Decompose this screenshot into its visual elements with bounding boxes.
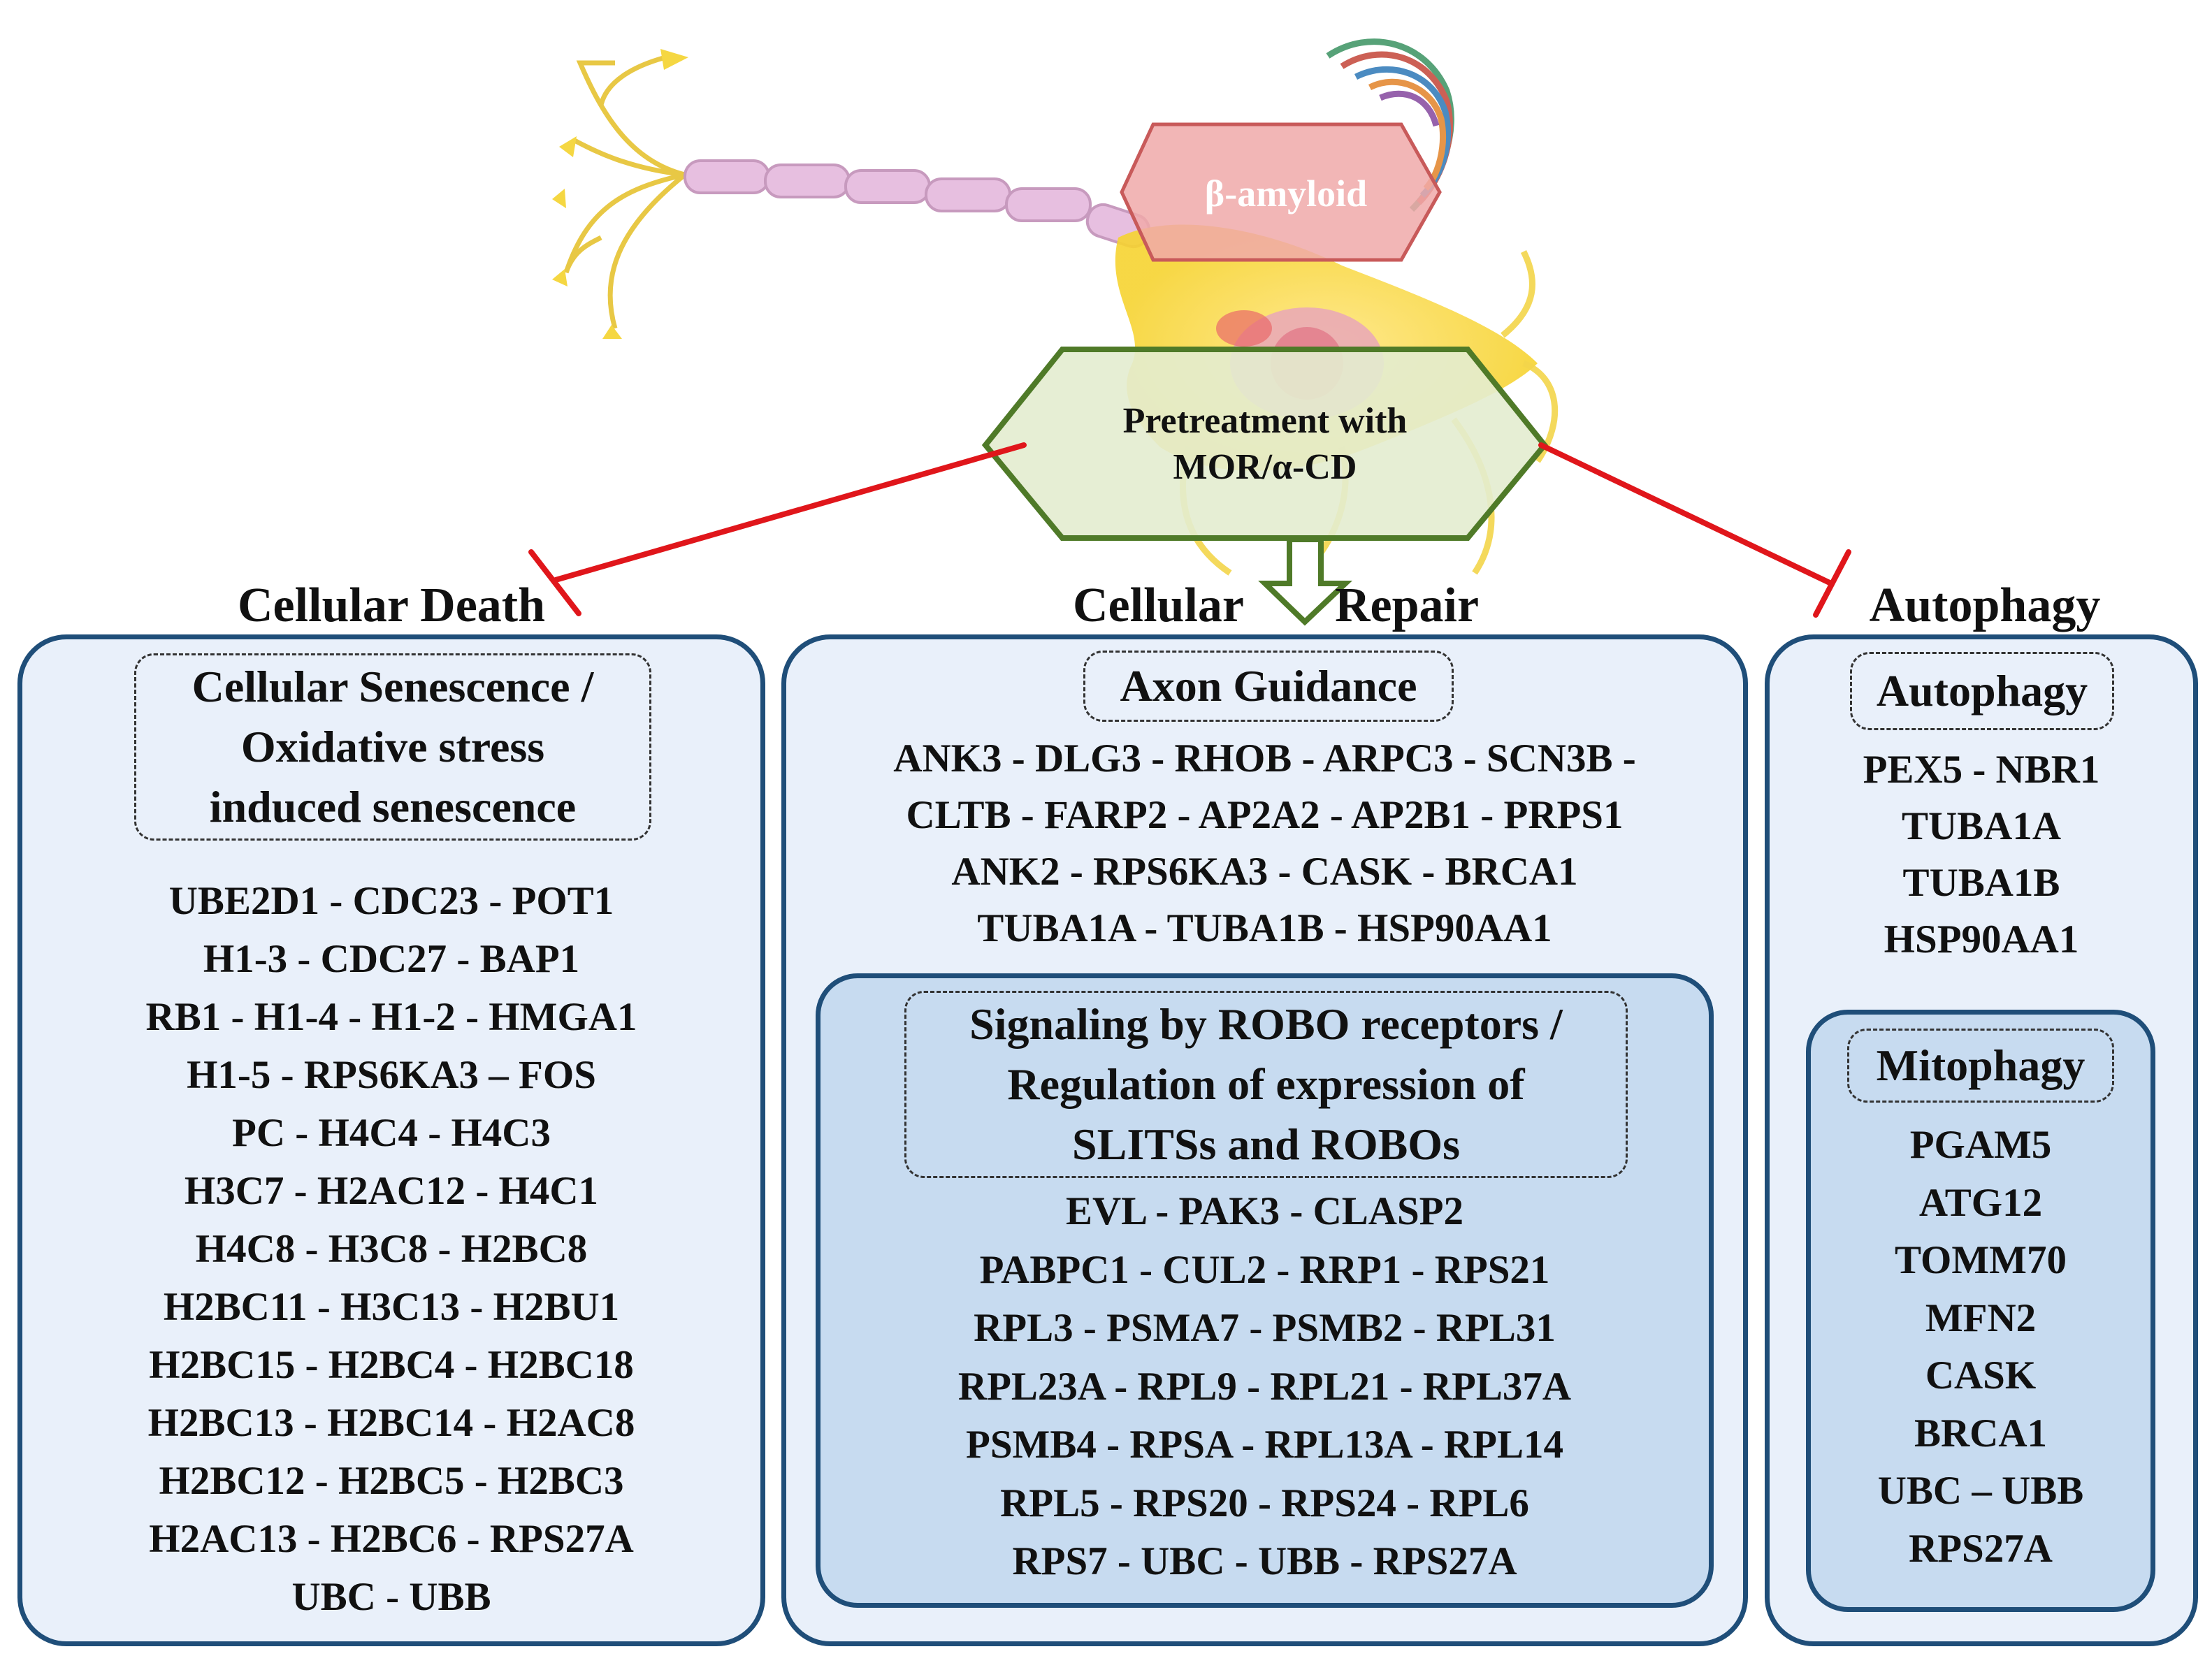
gene-row: RB1 - H1-4 - H1-2 - HMGA1 bbox=[145, 995, 637, 1039]
gene-row: H1-5 - RPS6KA3 – FOS bbox=[187, 1053, 596, 1097]
autophagy-category-box: Autophagy bbox=[1850, 652, 2114, 730]
gene-row: PC - H4C4 - H4C3 bbox=[232, 1111, 551, 1155]
inhibit-cell-death-icon bbox=[528, 442, 1027, 616]
inhibit-autophagy-icon bbox=[1538, 442, 1851, 618]
gene-row: H2BC13 - H2BC14 - H2AC8 bbox=[147, 1401, 635, 1445]
gene-row: RPL3 - PSMA7 - PSMB2 - RPL31 bbox=[974, 1306, 1556, 1350]
robo-gene-list: EVL - PAK3 - CLASP2 PABPC1 - CUL2 - RRP1… bbox=[821, 1182, 1709, 1591]
dendrite-tip-icon bbox=[552, 49, 688, 339]
mitophagy-gene-list: PGAM5 ATG12 TOMM70 MFN2 CASK BRCA1 UBC –… bbox=[1811, 1117, 2150, 1578]
gene-row: ANK2 - RPS6KA3 - CASK - BRCA1 bbox=[951, 850, 1578, 894]
gene-row: H4C8 - H3C8 - H2BC8 bbox=[195, 1227, 588, 1271]
gene-row: RPS7 - UBC - UBB - RPS27A bbox=[1012, 1539, 1517, 1583]
header-autophagy: Autophagy bbox=[1869, 579, 2101, 632]
axon-guidance-title: Axon Guidance bbox=[1120, 661, 1417, 711]
arrow-down-icon bbox=[1258, 537, 1353, 626]
gene-row: PSMB4 - RPSA - RPL13A - RPL14 bbox=[966, 1423, 1563, 1467]
header-repair: Repair bbox=[1335, 579, 1480, 632]
gene-row: CLTB - FARP2 - AP2A2 - AP2B1 - PRPS1 bbox=[906, 793, 1624, 837]
mitophagy-category-box: Mitophagy bbox=[1847, 1029, 2114, 1103]
gene-row: EVL - PAK3 - CLASP2 bbox=[1066, 1189, 1463, 1233]
amyloid-badge bbox=[1120, 122, 1442, 262]
header-cellular: Cellular bbox=[1073, 579, 1244, 632]
treatment-line-2: MOR/α-CD bbox=[1173, 447, 1357, 487]
gene-row: H3C7 - H2AC12 - H4C1 bbox=[184, 1169, 599, 1213]
robo-line-3: SLITSs and ROBOs bbox=[1072, 1119, 1460, 1169]
amyloid-fibril-icon bbox=[1326, 38, 1454, 212]
cellular-death-panel: Cellular Senescence / Oxidative stress i… bbox=[17, 634, 765, 1646]
gene-row: HSP90AA1 bbox=[1884, 917, 2079, 961]
header-cellular-death: Cellular Death bbox=[237, 579, 546, 632]
gene-row: MFN2 bbox=[1925, 1295, 2037, 1340]
gene-row: BRCA1 bbox=[1914, 1411, 2047, 1455]
axon-icon bbox=[684, 159, 1151, 249]
gene-row: UBE2D1 - CDC23 - POT1 bbox=[168, 879, 614, 923]
senescence-line-1: Cellular Senescence / bbox=[191, 662, 594, 711]
robo-signaling-panel: Signaling by ROBO receptors / Regulation… bbox=[816, 973, 1714, 1608]
senescence-line-2: Oxidative stress bbox=[240, 722, 545, 771]
gene-row: TOMM70 bbox=[1895, 1238, 2067, 1282]
autophagy-title: Autophagy bbox=[1876, 666, 2088, 716]
gene-row: ANK3 - DLG3 - RHOB - ARPC3 - SCN3B - bbox=[893, 736, 1636, 780]
amyloid-label: β-amyloid bbox=[1204, 173, 1368, 215]
treatment-label: Pretreatment with MOR/α-CD bbox=[1013, 398, 1517, 491]
senescence-line-3: induced senescence bbox=[209, 782, 577, 832]
gene-row: H2BC15 - H2BC4 - H2BC18 bbox=[149, 1343, 634, 1387]
axon-guidance-gene-list: ANK3 - DLG3 - RHOB - ARPC3 - SCN3B - CLT… bbox=[786, 730, 1743, 957]
robo-line-2: Regulation of expression of bbox=[1007, 1059, 1525, 1109]
gene-row: RPL23A - RPL9 - RPL21 - RPL37A bbox=[957, 1364, 1572, 1409]
gene-row: TUBA1B bbox=[1902, 861, 2060, 905]
gene-row: UBC – UBB bbox=[1877, 1469, 2084, 1513]
gene-row: TUBA1A - TUBA1B - HSP90AA1 bbox=[977, 906, 1552, 950]
robo-category-box: Signaling by ROBO receptors / Regulation… bbox=[904, 991, 1628, 1178]
gene-row: ATG12 bbox=[1918, 1180, 2043, 1225]
senescence-category-box: Cellular Senescence / Oxidative stress i… bbox=[134, 653, 651, 841]
gene-row: H1-3 - CDC27 - BAP1 bbox=[203, 937, 580, 981]
treatment-line-1: Pretreatment with bbox=[1122, 401, 1408, 441]
mitophagy-title: Mitophagy bbox=[1876, 1040, 2086, 1090]
gene-row: TUBA1A bbox=[1901, 804, 2062, 848]
gene-row: PEX5 - NBR1 bbox=[1863, 748, 2100, 792]
dendrite-icon bbox=[563, 53, 687, 329]
gene-row: H2BC12 - H2BC5 - H2BC3 bbox=[159, 1459, 624, 1503]
death-gene-list: UBE2D1 - CDC23 - POT1 H1-3 - CDC27 - BAP… bbox=[22, 872, 760, 1626]
robo-line-1: Signaling by ROBO receptors / bbox=[969, 999, 1563, 1049]
cellular-repair-panel: Axon Guidance ANK3 - DLG3 - RHOB - ARPC3… bbox=[781, 634, 1748, 1646]
gene-row: PGAM5 bbox=[1909, 1123, 2052, 1167]
gene-row: H2AC13 - H2BC6 - RPS27A bbox=[149, 1517, 634, 1561]
treatment-badge bbox=[981, 347, 1549, 541]
gene-row: CASK bbox=[1925, 1353, 2037, 1397]
mitophagy-panel: Mitophagy PGAM5 ATG12 TOMM70 MFN2 CASK B… bbox=[1806, 1010, 2155, 1612]
gene-row: UBC - UBB bbox=[291, 1575, 491, 1619]
gene-row: PABPC1 - CUL2 - RRP1 - RPS21 bbox=[979, 1247, 1550, 1292]
axon-guidance-category-box: Axon Guidance bbox=[1083, 651, 1454, 722]
gene-row: H2BC11 - H3C13 - H2BU1 bbox=[163, 1285, 620, 1329]
gene-row: RPL5 - RPS20 - RPS24 - RPL6 bbox=[1000, 1481, 1529, 1525]
gene-row: RPS27A bbox=[1909, 1526, 2053, 1571]
autophagy-gene-list: PEX5 - NBR1 TUBA1A TUBA1B HSP90AA1 bbox=[1770, 741, 2193, 968]
autophagy-panel: Autophagy PEX5 - NBR1 TUBA1A TUBA1B HSP9… bbox=[1765, 634, 2198, 1646]
